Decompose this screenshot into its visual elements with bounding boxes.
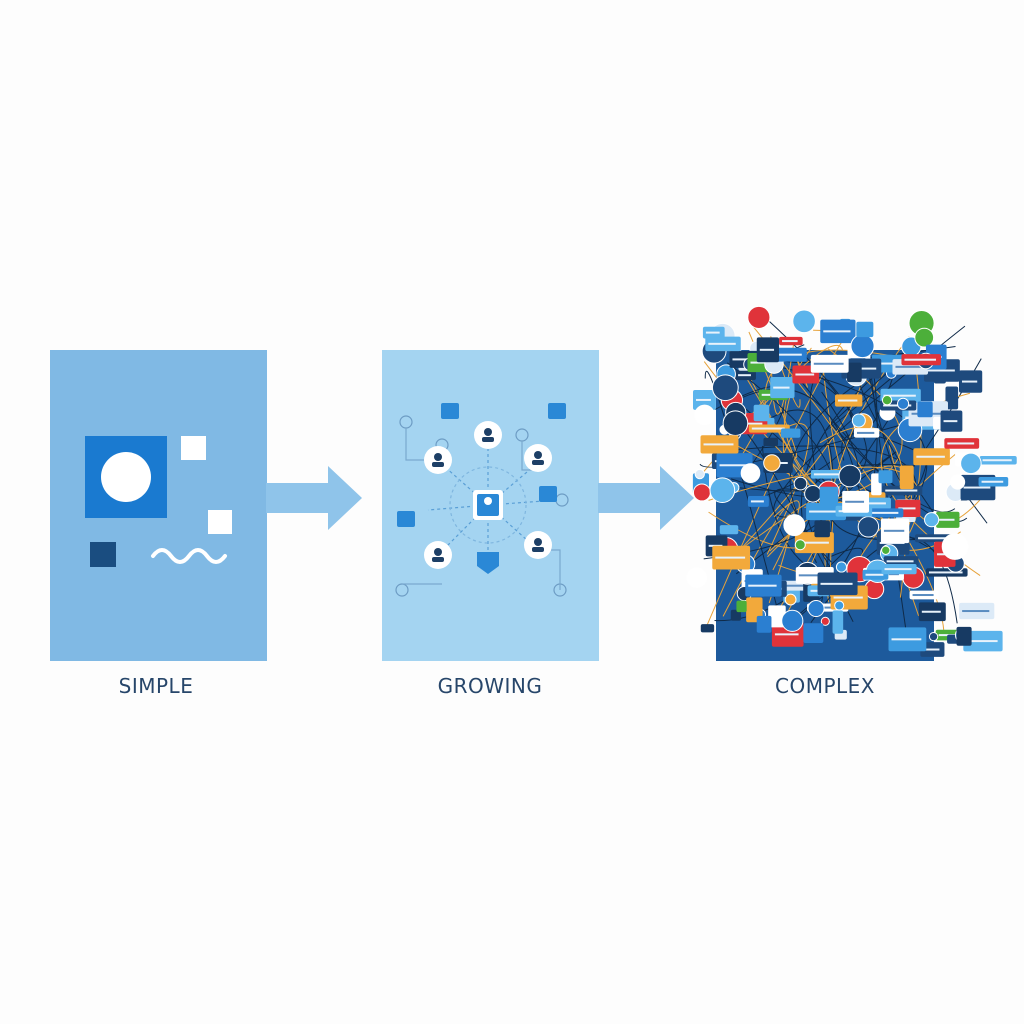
- app-icon: [914, 327, 935, 348]
- simple-label: SIMPLE: [118, 674, 194, 698]
- app-window: [959, 602, 995, 620]
- app-window: [955, 452, 973, 467]
- chat-icon-glyph: [432, 557, 444, 562]
- app-window: [963, 630, 1003, 652]
- app-window: [856, 321, 874, 338]
- node-ring: [555, 493, 569, 507]
- app-window: [978, 476, 1009, 487]
- app-window: [936, 511, 960, 528]
- app-icon: [694, 404, 715, 426]
- wave-line-shape: [151, 548, 227, 564]
- text-line: [823, 330, 851, 333]
- app-window: [940, 410, 963, 432]
- app-window: [955, 490, 969, 501]
- app-window: [935, 629, 966, 641]
- app-icon: [946, 554, 965, 573]
- app-icon: [941, 533, 969, 560]
- text-line: [939, 518, 955, 521]
- text-line: [695, 398, 711, 401]
- node-ring: [399, 415, 413, 429]
- node-ring: [395, 583, 409, 597]
- arrow-icon: [598, 466, 694, 530]
- camera-icon-glyph: [434, 453, 442, 461]
- app-icon: [709, 322, 736, 349]
- text-line: [782, 340, 798, 343]
- simple-stage-panel: [50, 350, 267, 661]
- app-icon: [954, 626, 972, 644]
- user-icon-glyph: [482, 437, 494, 442]
- complex-label: COMPLEX: [774, 674, 875, 698]
- app-window: [705, 336, 741, 352]
- user-icon-glyph: [484, 428, 492, 436]
- dark-square-shape: [90, 542, 116, 567]
- text-line: [962, 610, 990, 613]
- node-ring: [515, 428, 529, 442]
- text-line: [947, 442, 975, 445]
- connector-line: [427, 504, 489, 511]
- text-line: [938, 634, 961, 637]
- app-window: [944, 438, 980, 449]
- circuit-lines: [402, 428, 561, 590]
- shield-icon: [477, 552, 499, 574]
- cable-line: [956, 482, 988, 524]
- app-window: [779, 336, 803, 346]
- message-icon: [441, 403, 459, 419]
- circle-shape: [101, 452, 151, 502]
- growing-stage-panel: [382, 350, 599, 661]
- p-icon-glyph: [532, 547, 544, 552]
- text-line: [705, 331, 720, 334]
- text-line: [963, 486, 991, 489]
- app-icon: [960, 452, 982, 475]
- small-white-square: [208, 510, 232, 534]
- text-line: [982, 459, 1012, 462]
- app-window: [839, 318, 851, 343]
- orbit-ring: [449, 466, 527, 544]
- camera-icon-glyph: [432, 462, 444, 467]
- user-head: [484, 497, 492, 505]
- app-window: [960, 474, 996, 501]
- app-icon: [747, 305, 771, 329]
- app-icon: [792, 309, 816, 334]
- app-window: [979, 455, 1017, 465]
- app-window: [820, 319, 856, 344]
- user-icon-glyph: [534, 451, 542, 459]
- app-window: [932, 511, 945, 525]
- arrow-icon: [266, 466, 362, 530]
- app-window: [934, 541, 956, 567]
- app-icon: [945, 482, 966, 502]
- text-line: [981, 480, 1004, 483]
- app-window: [700, 624, 715, 633]
- app-window: [958, 370, 983, 393]
- text-line: [937, 553, 951, 556]
- text-line: [966, 640, 998, 643]
- user-icon-glyph: [532, 460, 544, 465]
- sitemap-icon: [548, 403, 566, 419]
- complex-stage-panel: [716, 350, 934, 661]
- network-graphic: [395, 403, 569, 597]
- app-icon: [686, 567, 708, 588]
- chat-icon-glyph: [434, 548, 442, 556]
- app-window: [956, 626, 972, 646]
- app-window: [692, 390, 716, 410]
- small-white-square: [181, 436, 206, 460]
- text-line: [708, 342, 736, 345]
- growing-label: GROWING: [437, 674, 543, 698]
- app-window: [947, 634, 963, 644]
- chat-dots-icon: [539, 486, 557, 502]
- message-icon: [397, 511, 415, 527]
- app-window: [945, 386, 959, 410]
- text-line: [961, 380, 978, 383]
- app-window: [702, 326, 725, 339]
- app-icon: [908, 310, 935, 337]
- text-line: [943, 420, 958, 423]
- app-window: [933, 374, 946, 384]
- app-icon: [950, 474, 966, 490]
- app-window: [933, 416, 948, 430]
- p-icon-glyph: [534, 538, 542, 546]
- blue-square-shape: [85, 436, 167, 518]
